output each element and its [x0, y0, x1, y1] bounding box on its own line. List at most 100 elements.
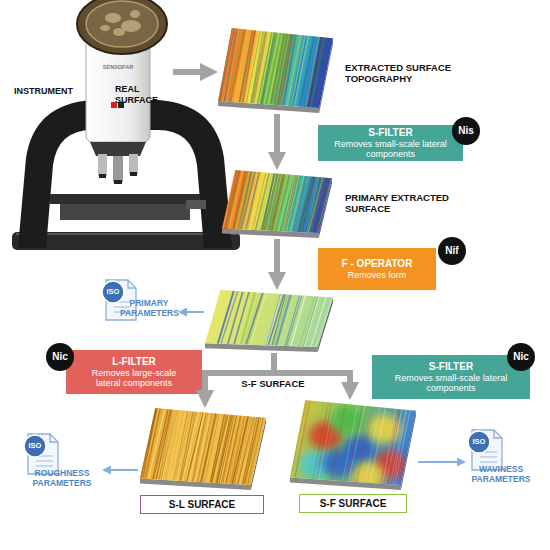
surface-shape [140, 408, 266, 490]
stage-knob [186, 200, 206, 209]
surface-stripe [295, 401, 311, 478]
surface-stripe [234, 292, 249, 344]
flow-arrow [173, 69, 200, 75]
surface-stripe [180, 411, 194, 480]
text-label: INSTRUMENT [14, 86, 94, 96]
iso-badge [468, 431, 490, 453]
surface-stripe [259, 173, 274, 230]
iso-node: ISOROUGHNESS PARAMETERS [22, 432, 102, 488]
document-fold [494, 430, 502, 438]
filter-node: F - OPERATORRemoves formNif [318, 248, 436, 290]
node-heading: REAL SURFACE [115, 84, 170, 106]
surface-stripe [319, 403, 334, 480]
nosepiece [90, 142, 146, 156]
output-arrow [187, 311, 204, 313]
badge-label: Nif [438, 237, 466, 265]
surface-stripe [287, 295, 302, 346]
badge-node: Nis [452, 117, 480, 145]
surface-stripe [156, 409, 171, 479]
surface-stripe [212, 414, 227, 482]
iso-badge [102, 281, 124, 303]
badge-node: Nic [46, 343, 74, 371]
surface-stripe [291, 296, 305, 347]
surface-stripe [140, 408, 156, 478]
surface-stripe [242, 30, 255, 102]
surface-stripe [273, 294, 288, 345]
surface-texture [140, 408, 266, 485]
badge-node: Nic [507, 343, 535, 371]
surface-stripe [294, 36, 308, 107]
surface-stripe [348, 406, 364, 482]
surface-stripe [308, 37, 322, 107]
document-fold [128, 280, 136, 288]
surface-stripe [158, 410, 174, 480]
surface-texture [218, 291, 333, 347]
filter-description: Removes form [348, 270, 407, 281]
surface-stripe [181, 412, 195, 481]
filter-title: L-FILTER [112, 356, 156, 368]
badge-node: Nif [438, 237, 466, 265]
surface-stripe [284, 175, 297, 231]
iso-mark: ISO [24, 435, 46, 457]
surface-stripe [308, 402, 324, 479]
surface-stripe [272, 174, 285, 231]
surface-stripe [347, 406, 362, 482]
badge-circle [438, 237, 466, 265]
filter-node: S-FILTERRemoves small-scale lateral comp… [318, 125, 463, 161]
node-heading: S-F SURFACE [238, 378, 308, 389]
surface-stripe [239, 171, 251, 229]
document-line [480, 456, 497, 458]
surface-stripe [157, 410, 172, 480]
surface-stripe [365, 407, 380, 482]
filter-title: S-FILTER [429, 361, 473, 373]
badge-circle [452, 117, 480, 145]
surface-shape [218, 28, 333, 113]
node-heading: S-F SURFACE [299, 494, 407, 513]
filter-description: Removes small-scale lateral components [386, 373, 516, 394]
surface-stripe [253, 173, 266, 230]
surface-stripe [266, 294, 280, 345]
surface-stripe [323, 403, 338, 480]
filter-node: S-FILTERRemoves small-scale lateral comp… [372, 355, 530, 399]
surface-stripe [331, 404, 345, 480]
surface-stripe [304, 296, 318, 346]
coin-relief [130, 10, 140, 18]
surface-stripe [315, 297, 332, 347]
surface-stripe [231, 29, 246, 102]
surface-stripe [251, 418, 266, 485]
surface-texture [290, 400, 414, 491]
objective-lens [113, 156, 123, 182]
surface-stripe [280, 34, 293, 105]
node-heading: PRIMARY PARAMETERS [120, 298, 178, 318]
surface-stripe [316, 178, 329, 233]
surface-stripe [235, 416, 250, 484]
surface-stripe [248, 293, 263, 345]
node-heading: WAVINESS PARAMETERS [466, 464, 536, 484]
surface-stripe [183, 412, 198, 481]
surface-texture [223, 170, 331, 233]
document-line [36, 460, 53, 462]
surface-stripe [142, 408, 157, 478]
surface-stripe [225, 170, 237, 229]
surface-plane [222, 170, 332, 233]
surface-stripe [148, 409, 164, 479]
surface-stripe [304, 297, 319, 347]
surface-stripe [394, 410, 411, 484]
iso-node: ISO WAVINESS PARAMETERS [466, 428, 536, 486]
filter-title: F - OPERATOR [342, 258, 413, 270]
surface-stripe [288, 176, 301, 232]
surface-stripe [241, 292, 255, 344]
document-fold [50, 434, 58, 442]
filter-node: L-FILTERRemoves large-scale lateral comp… [66, 350, 202, 394]
node-heading: S-L SURFACE [140, 495, 264, 514]
surface-stripe [316, 178, 329, 233]
surface-texture [218, 28, 329, 108]
iso-mark: ISO [468, 431, 490, 453]
surface-stripe [189, 412, 204, 481]
surface-stripe [181, 412, 197, 481]
flow-arrow [274, 239, 280, 272]
node-heading: PRIMARY EXTRACTED SURFACE [345, 192, 453, 214]
objective-tip [114, 180, 122, 184]
surface-node: S-L SURFACE [140, 408, 266, 516]
